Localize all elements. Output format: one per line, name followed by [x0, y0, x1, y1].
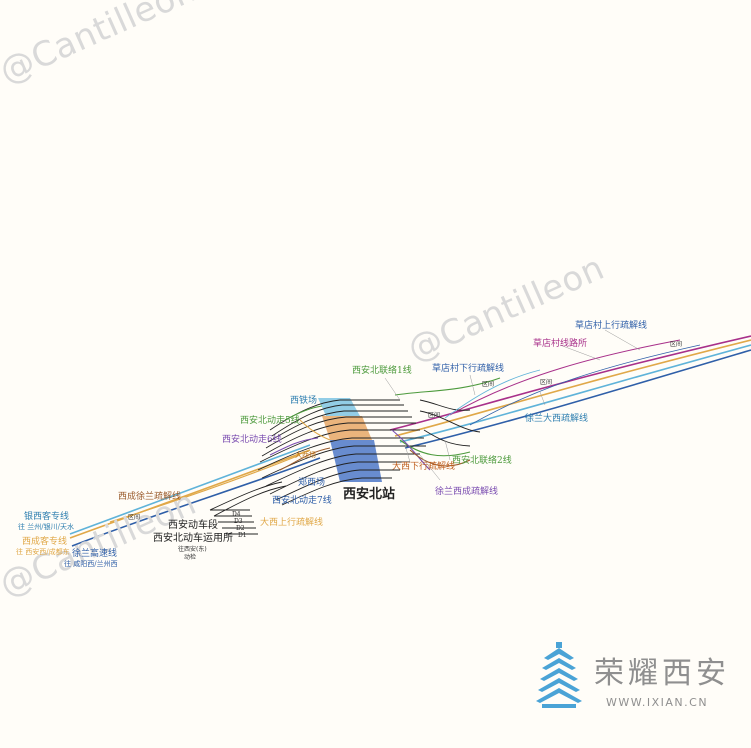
east-approach-lines [389, 335, 751, 449]
label-dongbei-seven: 西安北动走7线 [272, 496, 332, 506]
label-d3: D3 [234, 518, 243, 525]
label-daxi-shangxing: 大西上行疏解线 [260, 518, 324, 528]
label-d1: D1 [238, 532, 247, 539]
label-north-connect-2: 西安北联络2线 [452, 456, 512, 466]
label-caodian-up: 草店村上行疏解线 [575, 321, 648, 331]
label-small-4: 区间 [428, 412, 441, 419]
label-gongchang-sub: 动检 [184, 554, 197, 561]
label-caodian-line: 草店村线路所 [533, 339, 588, 349]
label-xitongshi: 西铁场 [290, 396, 318, 406]
label-small-1: 区间 [670, 341, 683, 348]
label-north-connect-1: 西安北联络1线 [352, 366, 412, 376]
west-approach-lines [69, 444, 321, 547]
label-depot-yard: 西安北动车运用所 [153, 533, 233, 544]
leader-lines [384, 329, 641, 481]
label-xulan-sub: 往 咸阳西/兰州西 [64, 560, 118, 568]
label-daxi-field: 大西场 [295, 451, 316, 459]
connectors [269, 369, 541, 471]
logo-domain: WWW.IXIAN.CN [606, 696, 709, 709]
label-xian-north: 西安北站 [343, 487, 396, 502]
label-yinxi: 银西客专线 [24, 512, 70, 522]
label-depot-section: 西安动车段 [168, 520, 218, 531]
label-dongbei-five: 西安北动走5线 [240, 416, 300, 426]
label-small-5: 区间 [128, 514, 141, 521]
label-xulan: 徐兰高速线 [72, 549, 118, 559]
station-tracks [209, 399, 481, 535]
label-xicheng: 西成客专线 [22, 537, 68, 547]
label-gongchang: 往西安(东) [178, 546, 207, 553]
logo-name: 荣耀西安 [594, 656, 730, 691]
pagoda-icon [536, 642, 582, 708]
label-zhengxi-field: 郑西场 [298, 478, 326, 488]
label-dongbei-six: 西安北动走6线 [222, 435, 282, 445]
label-xicheng-sub: 往 西安西/成都东 [16, 548, 70, 556]
label-xilan-dongxian: 徐兰大西疏解线 [525, 414, 589, 424]
station-yard [318, 398, 382, 482]
label-xilan-xicheng: 徐兰西成疏解线 [435, 487, 499, 497]
label-small-2: 区间 [482, 381, 495, 388]
label-small-3: 区间 [540, 379, 553, 386]
label-caodian-down: 草店村下行疏解线 [432, 364, 505, 374]
label-xicheng-xulan: 西成徐兰疏解线 [118, 492, 182, 502]
ixian-logo: 荣耀西安 WWW.IXIAN.CN [534, 640, 744, 712]
label-d2: D2 [236, 525, 245, 532]
label-d4: D4 [232, 511, 241, 518]
label-yinxi-sub: 往 兰州/银川/天水 [18, 523, 74, 531]
label-daxi-xiaxing: 大西下行疏解线 [392, 462, 456, 472]
